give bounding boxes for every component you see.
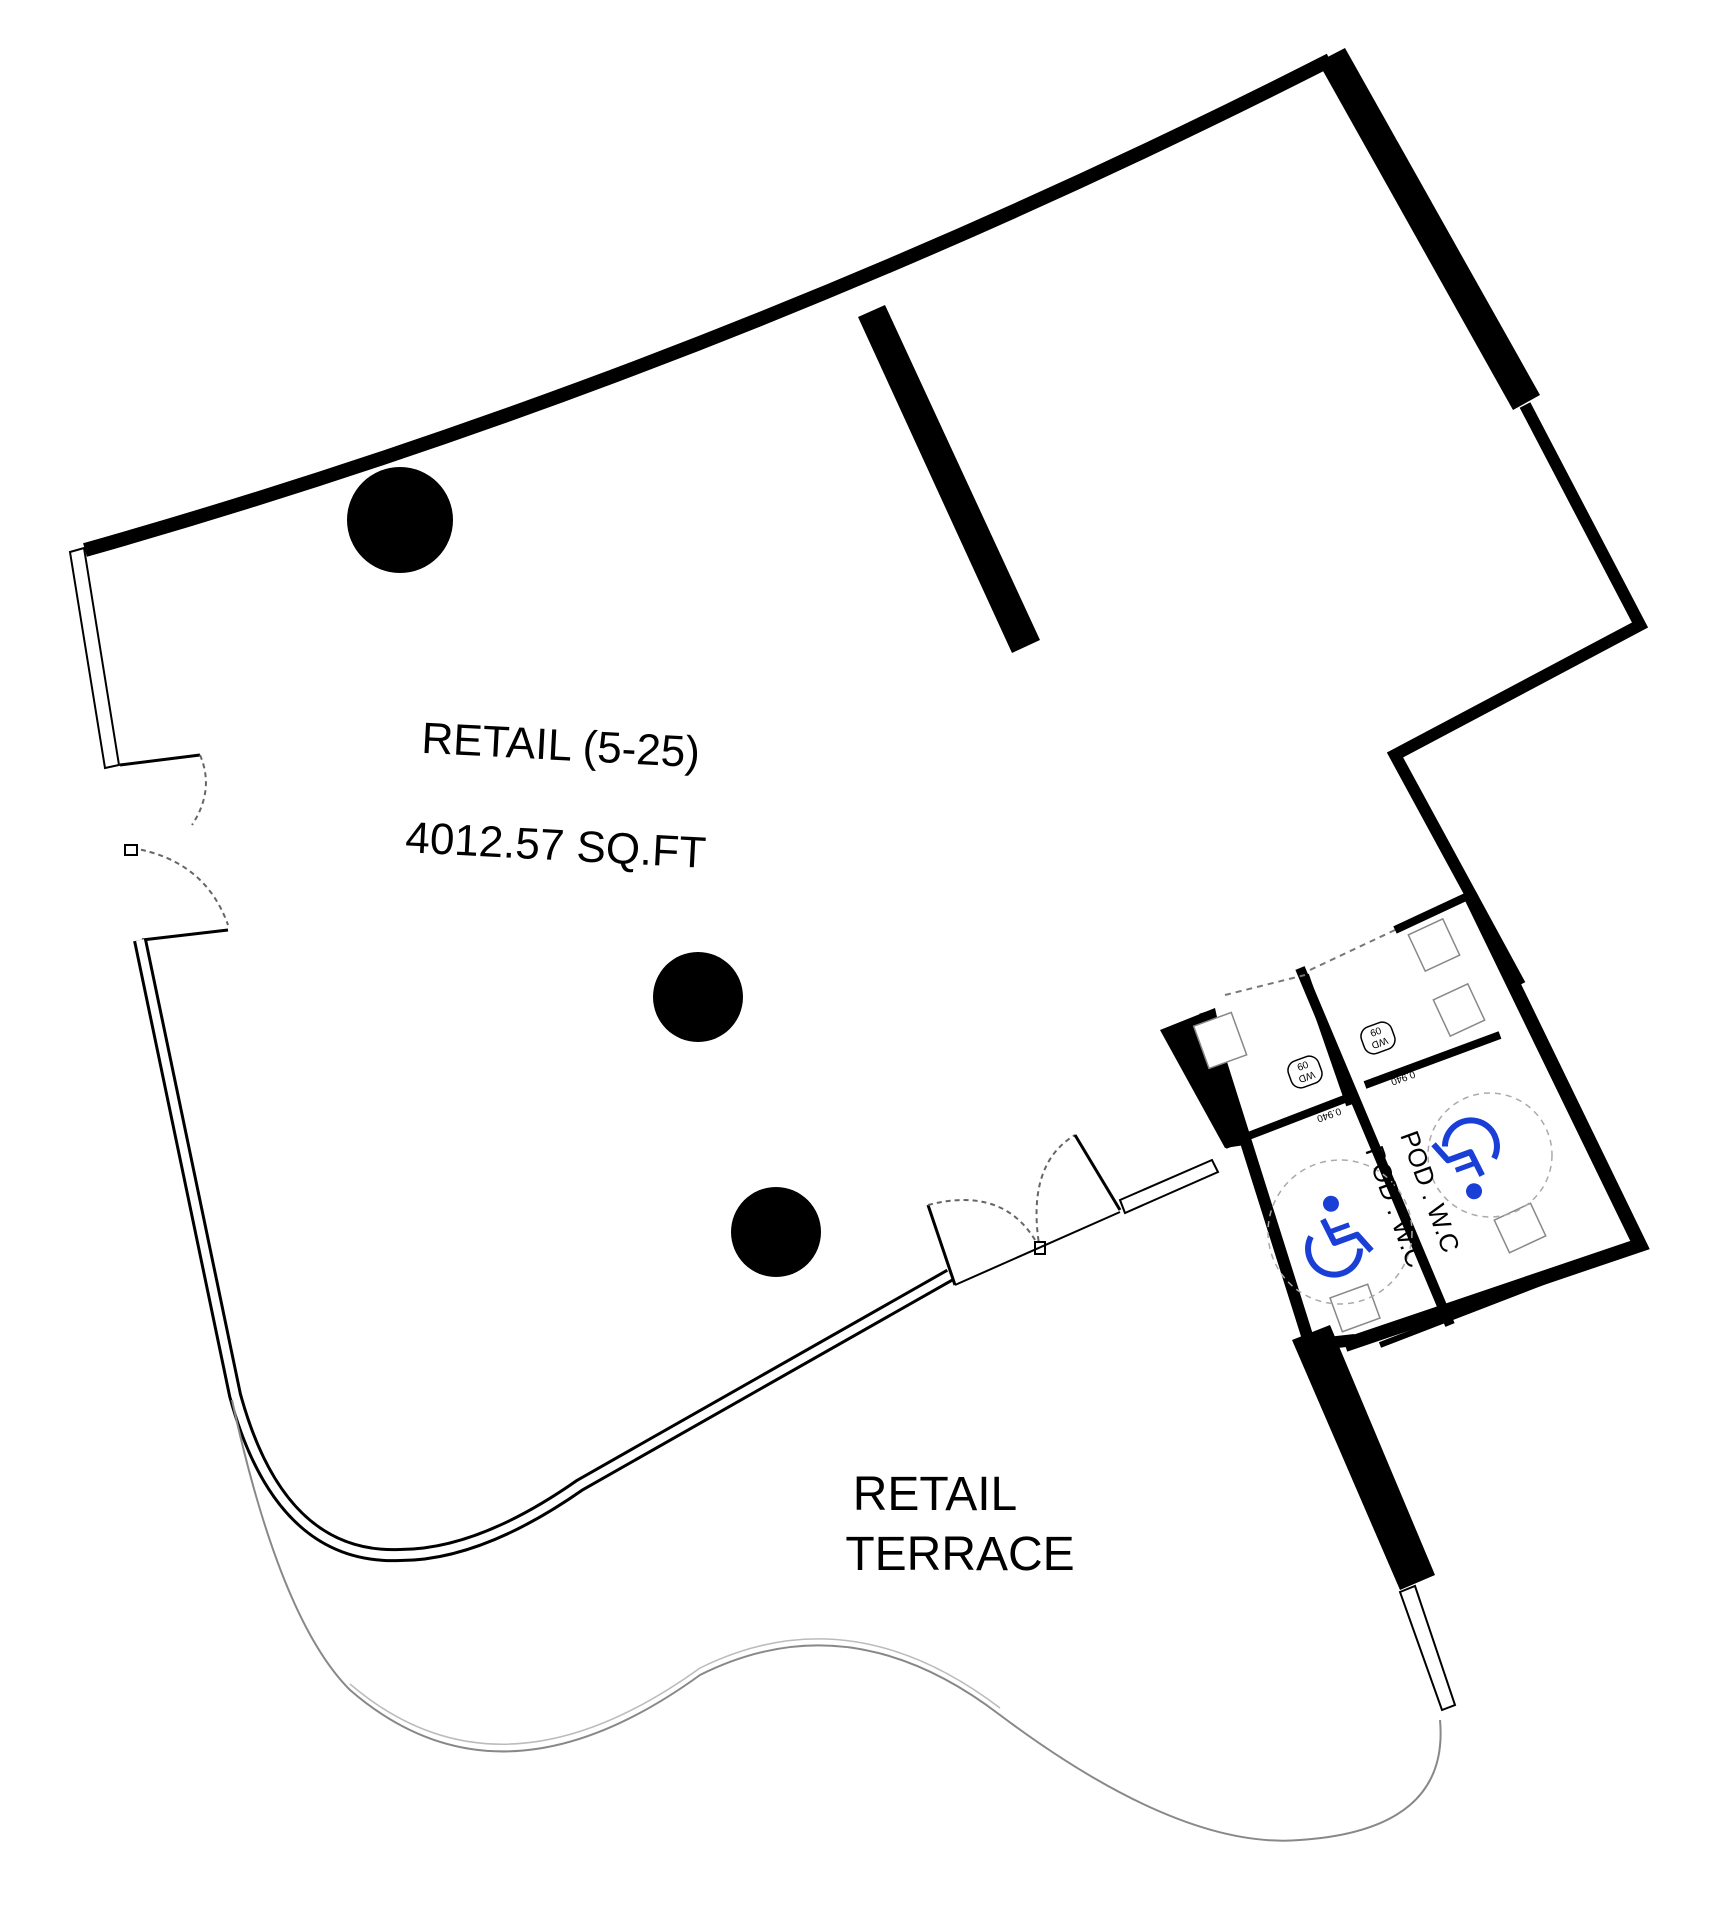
wc-divider-wall (1378, 1257, 1602, 1348)
terrace-label-line1: RETAIL (853, 1468, 1017, 1521)
wd-tag: WD (1370, 1034, 1389, 1050)
wc-divider-wall (1363, 1031, 1502, 1089)
column (731, 1187, 821, 1277)
wd-number: 09 (1295, 1058, 1310, 1072)
west-entry-sill (141, 928, 229, 942)
door-swing (131, 847, 229, 926)
wc-dashed-line (1309, 929, 1396, 971)
door-hardware (124, 844, 138, 856)
terrace-outline-inner (349, 1638, 1001, 1745)
west-south-glazing-inner (136, 939, 952, 1560)
wc-east-wall (1342, 891, 1650, 1352)
wc-divider-wall (1223, 1091, 1357, 1149)
sink-fixture (1432, 982, 1486, 1038)
partition-wall (858, 305, 1040, 653)
west-entry-jamb (119, 753, 201, 767)
column (653, 952, 743, 1042)
sink-fixture (1407, 917, 1461, 973)
accessible-wc-icon (1431, 1117, 1500, 1200)
column (347, 467, 453, 573)
east-wall-upper (1318, 48, 1540, 410)
storefront-sill (954, 1211, 1121, 1286)
north-wall (83, 53, 1334, 557)
wc-partition (1301, 973, 1354, 1107)
door-swing (927, 1199, 1039, 1246)
terrace-label-line2: TERRACE (845, 1528, 1074, 1581)
door-swing (1035, 1134, 1076, 1251)
terrace-wall (1292, 1325, 1435, 1590)
sink-fixture (1192, 1011, 1248, 1070)
door-swing (191, 754, 207, 826)
wd-tag: WD (1297, 1068, 1316, 1084)
door-tag: WD 09 (1360, 1021, 1396, 1055)
retail-area: 4012.57 SQ.FT (404, 813, 707, 878)
east-wall-lower (1386, 402, 1649, 988)
turning-circle (1267, 1159, 1413, 1305)
toilet-fixture (1329, 1283, 1381, 1333)
wc-top-wall (1393, 891, 1472, 934)
storefront-glazing (1118, 1158, 1220, 1215)
terrace-outline (231, 1399, 1442, 1842)
retail-title: RETAIL (5-25) (420, 714, 701, 778)
toilet-fixture (1493, 1202, 1547, 1254)
accessible-wc-icon (1305, 1195, 1374, 1278)
storefront-jamb (926, 1204, 957, 1286)
terrace-glazing (1398, 1584, 1457, 1712)
turning-circle (1427, 1092, 1553, 1218)
wc-west-wall (1160, 1008, 1245, 1148)
storefront-jamb (1073, 1134, 1122, 1211)
wc-dashed-line (1224, 974, 1306, 996)
wd-number: 09 (1368, 1024, 1383, 1038)
west-glazing-upper (68, 546, 121, 770)
door-tag: WD 09 (1287, 1055, 1323, 1089)
